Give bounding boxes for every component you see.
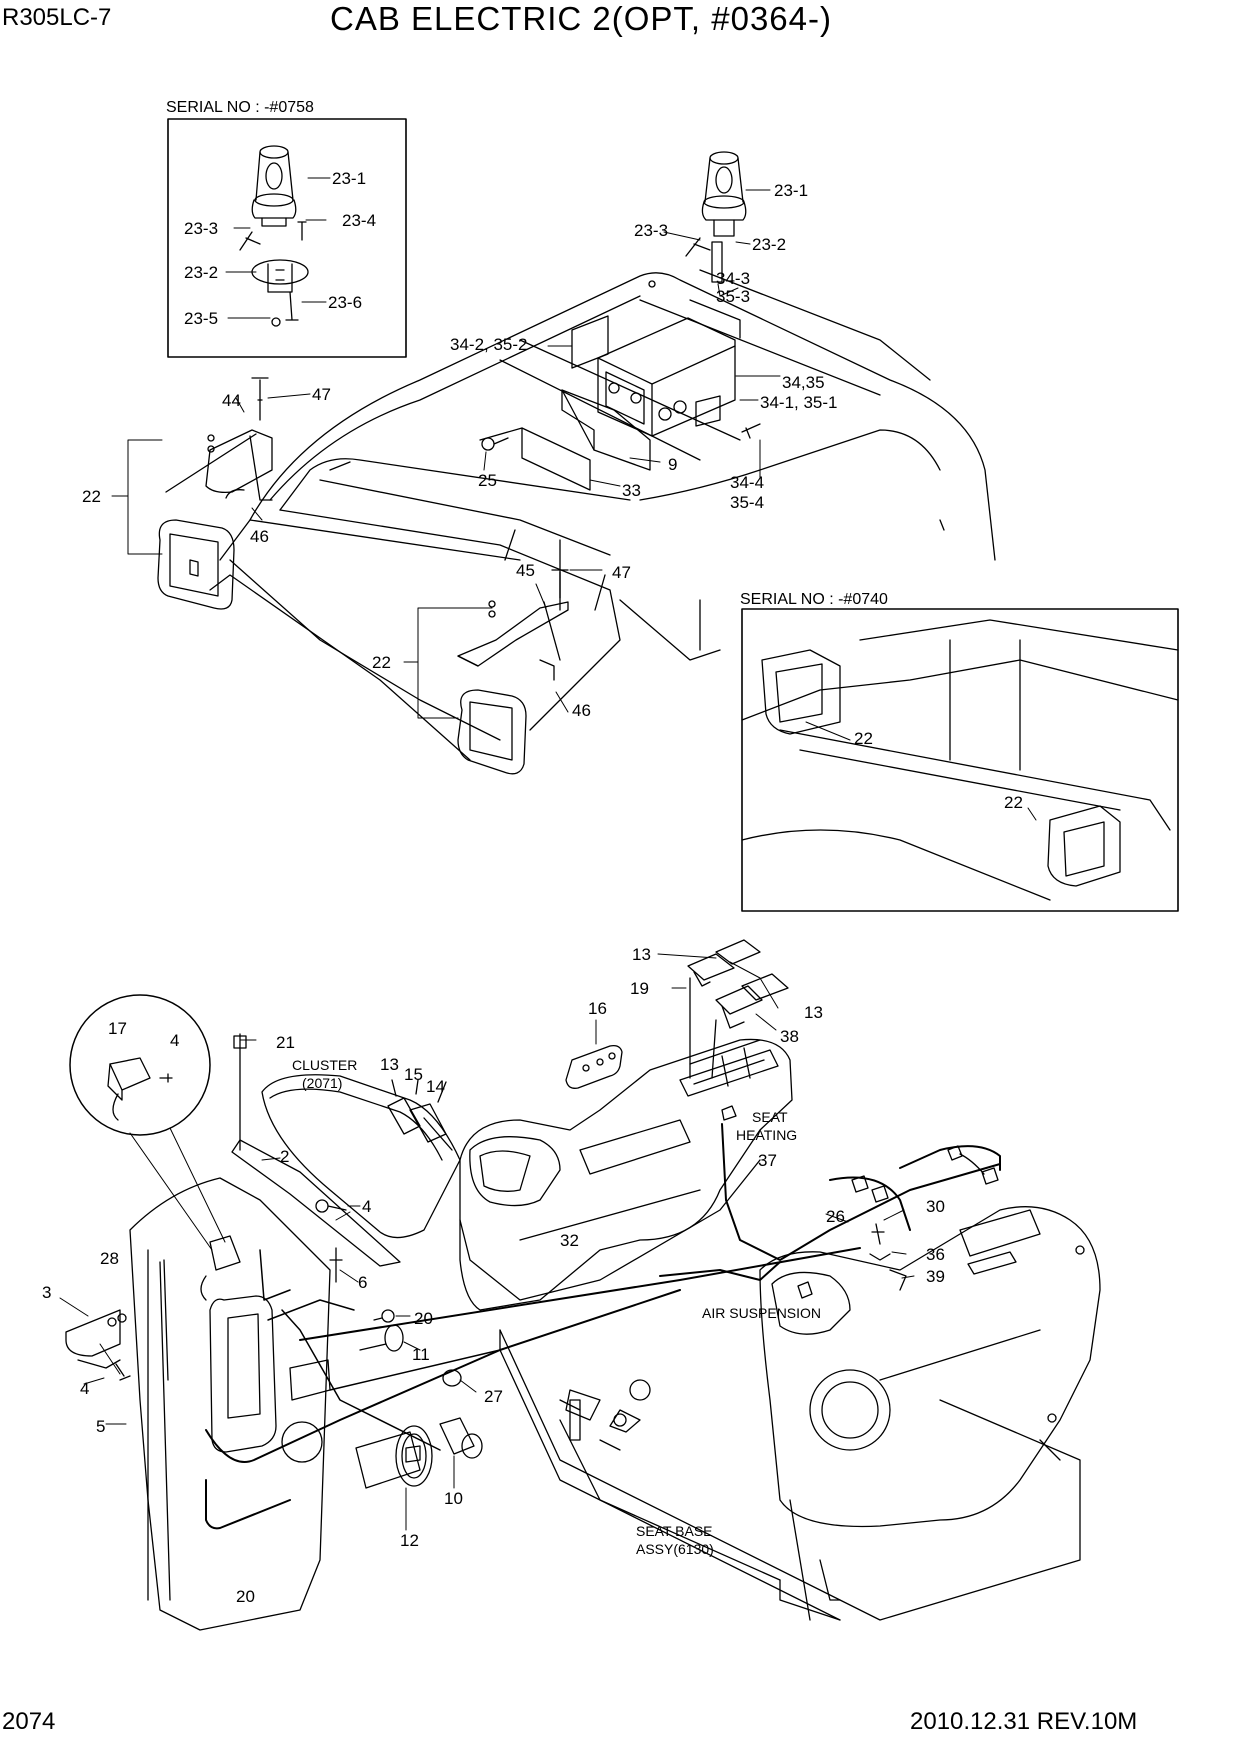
callout-10: 10 bbox=[444, 1489, 463, 1508]
left-work-lamp bbox=[157, 377, 273, 610]
page-title: CAB ELECTRIC 2(OPT, #0364-) bbox=[330, 0, 832, 37]
radio-bracket bbox=[479, 389, 761, 491]
callout-21: 21 bbox=[276, 1033, 295, 1052]
callout-23-3-cab: 23-3 bbox=[634, 221, 668, 240]
callout-28: 28 bbox=[100, 1249, 119, 1268]
callout-15: 15 bbox=[404, 1065, 423, 1084]
revision-date: 2010.12.31 REV.10M bbox=[910, 1708, 1138, 1735]
callout-45: 45 bbox=[516, 561, 535, 580]
lamp-inset-view bbox=[741, 619, 1179, 901]
callout-39: 39 bbox=[926, 1267, 945, 1286]
serial-note-beacon: SERIAL NO : -#0758 bbox=[166, 99, 314, 116]
callout-47-center: 47 bbox=[612, 563, 631, 582]
callout-13-right: 13 bbox=[804, 1003, 823, 1022]
callout-23-6: 23-6 bbox=[328, 293, 362, 312]
callout-20-center: 20 bbox=[414, 1309, 433, 1328]
beacon-lamp bbox=[685, 151, 747, 283]
center-work-lamp bbox=[457, 569, 569, 775]
callout-23-1-cab: 23-1 bbox=[774, 181, 808, 200]
beacon-lamp-inset bbox=[239, 145, 309, 327]
bracket-2 bbox=[231, 1033, 401, 1267]
callout-14: 14 bbox=[426, 1077, 445, 1096]
callout-13-relay: 13 bbox=[380, 1055, 399, 1074]
radio-unit bbox=[571, 299, 741, 437]
callout-16: 16 bbox=[588, 999, 607, 1018]
seat-base bbox=[499, 1329, 1081, 1621]
beacon-inset-frame bbox=[167, 118, 407, 358]
callout-12: 12 bbox=[400, 1531, 419, 1550]
serial-note-lamp: SERIAL NO : -#0740 bbox=[740, 591, 888, 608]
cluster-bezel bbox=[261, 1074, 461, 1239]
callout-13-top: 13 bbox=[632, 945, 651, 964]
callout-27: 27 bbox=[484, 1387, 503, 1406]
heating-note: HEATING bbox=[736, 1127, 797, 1143]
seat-console-right bbox=[759, 1206, 1101, 1621]
callout-4-center: 4 bbox=[362, 1197, 371, 1216]
callout-3: 3 bbox=[42, 1283, 51, 1302]
bracket-3 bbox=[65, 1309, 127, 1369]
callout-26: 26 bbox=[826, 1207, 845, 1226]
callout-46-left: 46 bbox=[250, 527, 269, 546]
switch-detail-circle bbox=[69, 994, 211, 1136]
cab-roof bbox=[209, 269, 996, 761]
callout-19: 19 bbox=[630, 979, 649, 998]
air-suspension-note: AIR SUSPENSION bbox=[702, 1305, 821, 1321]
callout-34-1-35-1: 34-1, 35-1 bbox=[760, 393, 838, 412]
seat-base-ref-note: ASSY(6130) bbox=[636, 1541, 714, 1557]
callout-25: 25 bbox=[478, 471, 497, 490]
callout-47: 47 bbox=[312, 385, 331, 404]
callout-36: 36 bbox=[926, 1245, 945, 1264]
callout-2: 2 bbox=[280, 1147, 289, 1166]
callout-20-bottom: 20 bbox=[236, 1587, 255, 1606]
callout-46-center: 46 bbox=[572, 701, 591, 720]
seat-base-note: SEAT BASE bbox=[636, 1523, 713, 1539]
callout-23-1: 23-1 bbox=[332, 169, 366, 188]
callout-34-3: 34-3 bbox=[716, 269, 750, 288]
callout-23-4: 23-4 bbox=[342, 211, 376, 230]
callout-22-inset-b: 22 bbox=[1004, 793, 1023, 812]
fasteners-center bbox=[315, 1199, 462, 1387]
left-console-panel bbox=[129, 1177, 331, 1631]
relay-set bbox=[387, 1079, 453, 1151]
callout-30: 30 bbox=[926, 1197, 945, 1216]
callout-5: 5 bbox=[96, 1417, 105, 1436]
callout-23-5: 23-5 bbox=[184, 309, 218, 328]
cluster-note: CLUSTER bbox=[292, 1057, 357, 1073]
model-number: R305LC-7 bbox=[2, 4, 112, 31]
callout-11: 11 bbox=[412, 1345, 430, 1364]
callout-34-4: 34-4 bbox=[730, 473, 764, 492]
seat-note: SEAT bbox=[752, 1109, 788, 1125]
callout-4-detail: 4 bbox=[170, 1031, 179, 1050]
callout-37: 37 bbox=[758, 1151, 777, 1170]
callout-22-center: 22 bbox=[372, 653, 391, 672]
page-number: 2074 bbox=[2, 1708, 56, 1735]
callout-23-2: 23-2 bbox=[184, 263, 218, 282]
storage-tray bbox=[565, 1044, 623, 1089]
callout-6: 6 bbox=[358, 1273, 367, 1292]
callout-9: 9 bbox=[668, 455, 677, 474]
callout-32: 32 bbox=[560, 1231, 579, 1250]
callout-22-inset-a: 22 bbox=[854, 729, 873, 748]
lamp-inset-frame bbox=[741, 608, 1179, 912]
callout-23-3: 23-3 bbox=[184, 219, 218, 238]
hour-meter-gauge bbox=[355, 1425, 433, 1489]
callout-33: 33 bbox=[622, 481, 641, 500]
rocker-switch-detail bbox=[107, 1057, 173, 1121]
cluster-ref-note: (2071) bbox=[302, 1075, 342, 1091]
callout-35-3: 35-3 bbox=[716, 287, 750, 306]
callout-23-2-cab: 23-2 bbox=[752, 235, 786, 254]
callout-34-35: 34,35 bbox=[782, 373, 825, 392]
callout-4-left: 4 bbox=[80, 1379, 89, 1398]
key-switch bbox=[439, 1417, 483, 1459]
callout-22-left: 22 bbox=[82, 487, 101, 506]
callout-35-4: 35-4 bbox=[730, 493, 764, 512]
callout-17: 17 bbox=[108, 1019, 127, 1038]
callout-34-2-35-2: 34-2, 35-2 bbox=[450, 335, 528, 354]
callout-44: 44 bbox=[222, 391, 241, 410]
callout-38: 38 bbox=[780, 1027, 799, 1046]
